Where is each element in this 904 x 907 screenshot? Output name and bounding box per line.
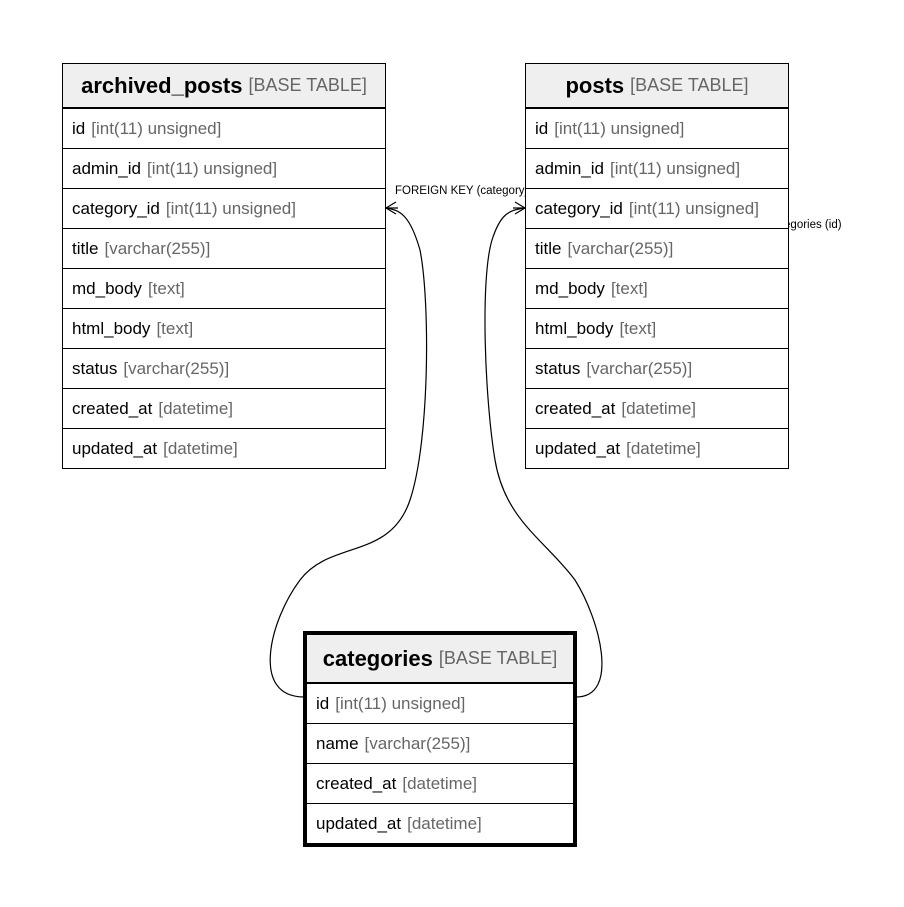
column-name: md_body	[72, 278, 142, 298]
column-row: id[int(11) unsigned]	[307, 683, 573, 723]
column-name: status	[535, 358, 581, 378]
column-type: [varchar(255)]	[586, 358, 693, 378]
column-type: [int(11) unsigned]	[628, 198, 759, 218]
column-row: md_body[text]	[63, 268, 385, 308]
column-row: html_body[text]	[63, 308, 385, 348]
column-type: [datetime]	[407, 813, 482, 833]
table-type: [BASE TABLE]	[630, 75, 749, 95]
column-name: category_id	[72, 198, 160, 218]
column-row: status[varchar(255)]	[63, 348, 385, 388]
column-type: [int(11) unsigned]	[165, 198, 296, 218]
column-row: admin_id [int(11) unsigned]	[526, 148, 788, 188]
column-type: [datetime]	[626, 438, 701, 458]
column-type: [int(11) unsigned]	[610, 158, 741, 178]
column-name: html_body	[72, 318, 151, 338]
column-name: md_body	[535, 278, 605, 298]
fk-edge-archived-posts-categories	[269, 207, 428, 698]
column-name: title	[535, 238, 562, 258]
column-name: updated_at	[535, 438, 621, 458]
column-name: category_id	[535, 198, 623, 218]
column-name: status	[72, 358, 118, 378]
column-name: admin_id	[535, 158, 604, 178]
column-name: id	[316, 693, 330, 713]
column-type: [datetime]	[163, 438, 238, 458]
crow-foot-archived-posts	[385, 201, 398, 215]
column-type: [int(11) unsigned]	[147, 158, 278, 178]
column-row: title[varchar(255)]	[63, 228, 385, 268]
table-name: categories	[322, 645, 433, 671]
column-row: updated_at[datetime]	[526, 428, 788, 468]
column-row: updated_at[datetime]	[63, 428, 385, 468]
column-type: [varchar(255)]	[123, 358, 230, 378]
column-row: title[varchar(255)]	[526, 228, 788, 268]
table-header: archived_posts [BASE TABLE]	[63, 64, 385, 108]
table-name: posts	[565, 72, 625, 98]
column-row: html_body[text]	[526, 308, 788, 348]
column-row: created_at[datetime]	[307, 763, 573, 803]
column-type: [int(11) unsigned]	[335, 693, 466, 713]
column-row: category_id[int(11) unsigned]	[526, 188, 788, 228]
column-name: created_at	[72, 398, 153, 418]
table-header: posts [BASE TABLE]	[526, 64, 788, 108]
column-type: [datetime]	[158, 398, 233, 418]
column-type: [int(11) unsigned]	[91, 118, 222, 138]
table-archived-posts: archived_posts [BASE TABLE] id[int(11) u…	[62, 63, 386, 469]
column-name: id	[72, 118, 86, 138]
column-type: [varchar(255)]	[567, 238, 674, 258]
column-row: created_at[datetime]	[63, 388, 385, 428]
column-row: id[int(11) unsigned]	[63, 108, 385, 148]
column-name: created_at	[535, 398, 616, 418]
fk-edge-posts-categories	[484, 207, 603, 698]
table-header: categories [BASE TABLE]	[307, 635, 573, 683]
column-name: admin_id	[72, 158, 141, 178]
table-posts: posts [BASE TABLE] id[int(11) unsigned] …	[525, 63, 789, 469]
column-row: id[int(11) unsigned]	[526, 108, 788, 148]
column-type: [text]	[619, 318, 657, 338]
column-name: html_body	[535, 318, 614, 338]
column-type: [text]	[610, 278, 648, 298]
column-type: [varchar(255)]	[104, 238, 211, 258]
column-row: status[varchar(255)]	[526, 348, 788, 388]
column-row: admin_id [int(11) unsigned]	[63, 148, 385, 188]
table-name: archived_posts	[81, 72, 243, 98]
column-type: [int(11) unsigned]	[554, 118, 685, 138]
column-type: [text]	[147, 278, 185, 298]
crow-foot-posts	[513, 201, 526, 215]
column-name: title	[72, 238, 99, 258]
column-name: created_at	[316, 773, 397, 793]
column-name: id	[535, 118, 549, 138]
column-row: name[varchar(255)]	[307, 723, 573, 763]
table-type: [BASE TABLE]	[438, 648, 558, 668]
column-row: updated_at[datetime]	[307, 803, 573, 843]
column-type: [datetime]	[402, 773, 477, 793]
column-name: updated_at	[72, 438, 158, 458]
column-row: category_id[int(11) unsigned]	[63, 188, 385, 228]
column-type: [varchar(255)]	[364, 733, 471, 753]
table-categories: categories [BASE TABLE] id[int(11) unsig…	[303, 631, 577, 847]
column-name: name	[316, 733, 359, 753]
column-row: created_at[datetime]	[526, 388, 788, 428]
column-name: updated_at	[316, 813, 402, 833]
column-type: [text]	[156, 318, 194, 338]
column-row: md_body[text]	[526, 268, 788, 308]
table-type: [BASE TABLE]	[248, 75, 367, 95]
column-type: [datetime]	[621, 398, 696, 418]
